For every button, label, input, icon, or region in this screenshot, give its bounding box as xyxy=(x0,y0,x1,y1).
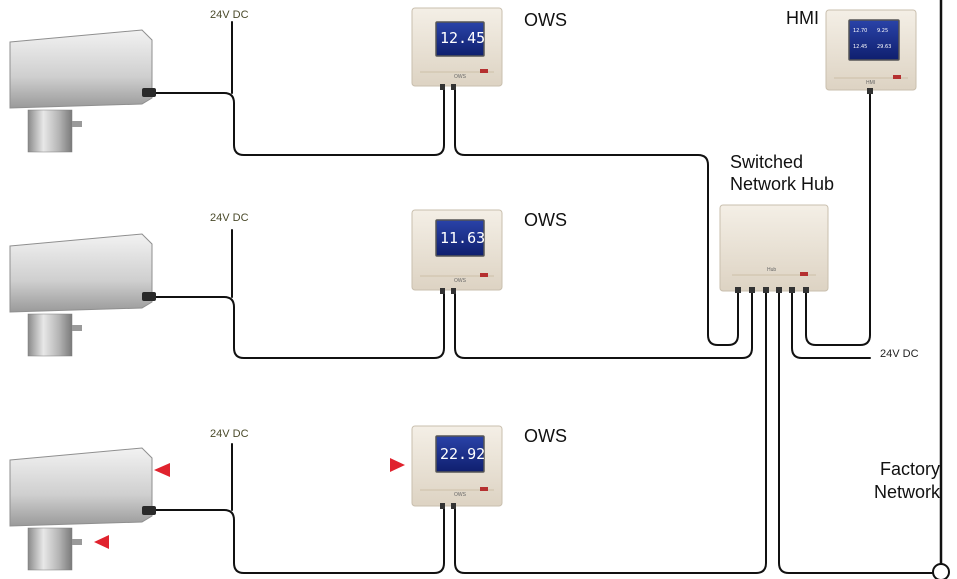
ows-screen-1 xyxy=(435,21,485,57)
ows-panel-label-3: OWS xyxy=(454,492,466,498)
signal-cable-1 xyxy=(154,85,445,156)
ows-label-1: OWS xyxy=(524,10,567,30)
sensor-1 xyxy=(9,29,156,153)
ows-reading-2: 11.63 xyxy=(440,229,486,247)
ows-label-2: OWS xyxy=(524,210,567,230)
ows-unit-3 xyxy=(411,425,503,509)
factory-network-label-line2: Network xyxy=(873,482,940,502)
hmi-label: HMI xyxy=(786,8,819,28)
signal-cable-2 xyxy=(154,291,445,359)
ows-unit-2 xyxy=(411,209,503,294)
power-label-1: 24V DC xyxy=(210,9,249,21)
power-label-2: 24V DC xyxy=(210,212,249,224)
hmi-panel-label: HMI xyxy=(866,80,876,86)
factory-network-label-line1: Factory xyxy=(879,459,940,479)
ows-panel-label-1: OWS xyxy=(454,74,466,80)
hmi-screen xyxy=(848,19,900,61)
sensor-3 xyxy=(9,447,156,571)
hub-ports xyxy=(735,287,809,293)
ows2-hub-cable xyxy=(454,291,753,359)
marker-sensor-top xyxy=(154,463,170,477)
network-hub xyxy=(719,204,829,293)
hmi-unit xyxy=(825,9,917,94)
hub-label-line1: Switched xyxy=(730,152,804,172)
hub-label-line2: Network Hub xyxy=(730,174,835,194)
cables xyxy=(154,0,943,574)
hub-power-cable xyxy=(791,291,871,359)
ows3-hub-cable xyxy=(454,291,767,574)
ows-screen-2 xyxy=(435,219,485,257)
marker-sensor-cylinder xyxy=(94,535,109,549)
ows-unit-1 xyxy=(411,7,503,90)
sensor-2 xyxy=(9,233,156,357)
ows-reading-3: 22.92 xyxy=(440,445,486,463)
hmi-reading-1: 12.70 xyxy=(853,28,868,34)
power-label-hub: 24V DC xyxy=(880,348,919,360)
ows-screen-3 xyxy=(435,435,485,473)
hub-panel-label: Hub xyxy=(767,267,777,273)
marker-ows-screen xyxy=(390,458,405,472)
signal-cable-3 xyxy=(154,504,445,574)
ows1-hub-cable xyxy=(454,85,739,346)
ows-label-3: OWS xyxy=(524,426,567,446)
hmi-reading-4: 29.63 xyxy=(877,44,892,50)
ows-panel-label-2: OWS xyxy=(454,278,466,284)
factory-network-terminal xyxy=(932,563,950,579)
hmi-reading-2: 9.25 xyxy=(877,28,889,34)
power-label-3: 24V DC xyxy=(210,428,249,440)
ows-reading-1: 12.45 xyxy=(440,29,486,47)
hub-factory-cable xyxy=(778,291,933,574)
hmi-reading-3: 12.45 xyxy=(853,44,868,50)
hub-hmi-cable xyxy=(805,93,871,346)
